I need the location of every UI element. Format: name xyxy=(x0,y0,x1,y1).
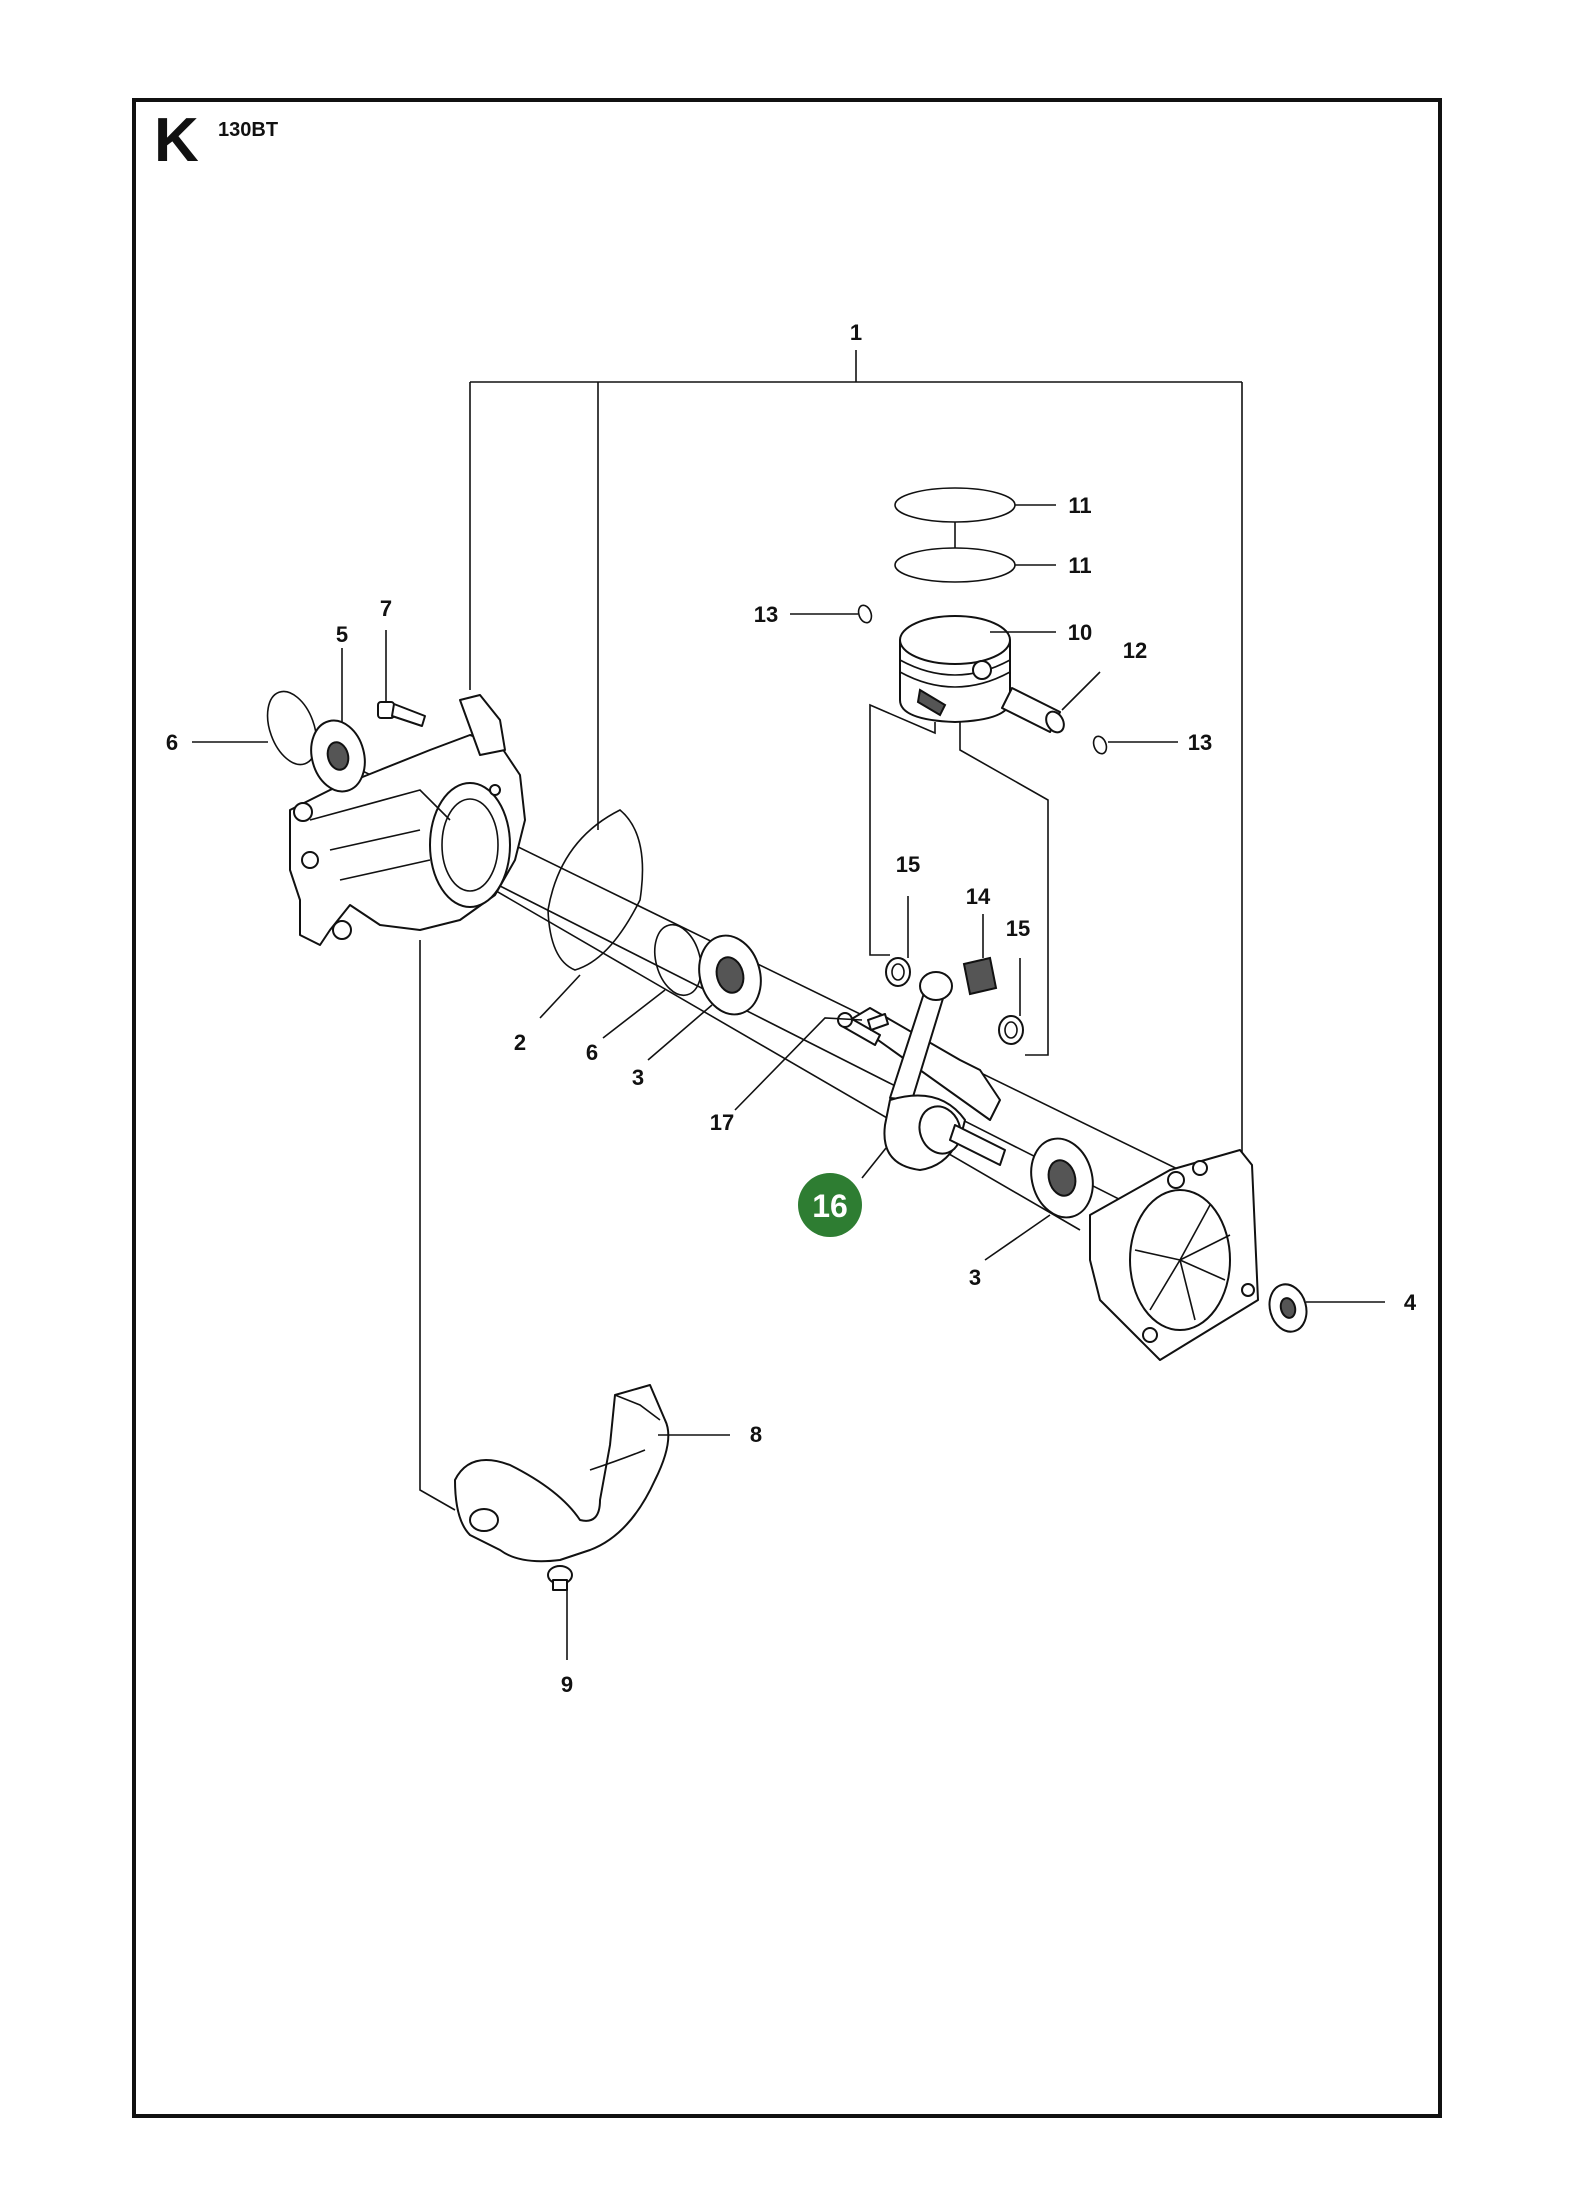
callout-13-left: 13 xyxy=(754,602,778,627)
highlight-marker-16[interactable]: 16 xyxy=(798,1147,887,1237)
bracket-part-1 xyxy=(469,350,1243,1160)
callout-17: 17 xyxy=(710,1110,734,1135)
callout-2: 2 xyxy=(514,1030,526,1055)
callout-12: 12 xyxy=(1123,638,1147,663)
callout-3-right: 3 xyxy=(969,1265,981,1290)
section-letter: K xyxy=(154,106,199,175)
needle-bearing-part-14 xyxy=(962,914,998,996)
bolt-part-7 xyxy=(377,630,426,727)
callout-10: 10 xyxy=(1068,620,1092,645)
right-crankcase xyxy=(1089,1149,1259,1361)
circlip-part-13-left xyxy=(790,604,873,624)
callout-15-left: 15 xyxy=(896,852,920,877)
key-part-17 xyxy=(734,1013,889,1111)
callout-11-top: 11 xyxy=(1068,493,1091,518)
callout-3-left: 3 xyxy=(632,1065,644,1090)
callout-6-left: 6 xyxy=(166,730,178,755)
highlight-label: 16 xyxy=(812,1188,848,1224)
piston-part-10 xyxy=(899,615,1056,723)
seal-part-4 xyxy=(1268,1283,1385,1333)
cover-part-8 xyxy=(419,940,730,1563)
callout-15-right: 15 xyxy=(1006,916,1030,941)
piston-rings-part-11 xyxy=(894,487,1056,583)
highlight-badge[interactable] xyxy=(798,1173,862,1237)
callout-7: 7 xyxy=(380,596,392,621)
callout-4: 4 xyxy=(1404,1290,1417,1315)
gasket-part-2 xyxy=(539,809,644,1019)
circlip-part-13-right xyxy=(1092,735,1178,755)
callout-5: 5 xyxy=(336,622,348,647)
screw-part-9 xyxy=(547,1565,573,1660)
callout-6-middle: 6 xyxy=(586,1040,598,1065)
washer-part-15-right xyxy=(998,958,1024,1045)
piston-pin-part-12 xyxy=(1001,671,1101,734)
callout-9: 9 xyxy=(561,1672,573,1697)
crankshaft-part-16 xyxy=(837,971,1006,1171)
bracket-piston-bearing xyxy=(869,703,1049,1056)
callout-1: 1 xyxy=(850,320,862,345)
callout-13-right: 13 xyxy=(1188,730,1212,755)
callout-14: 14 xyxy=(966,884,991,909)
circlip-part-6-left xyxy=(192,690,318,766)
model-label: 130BT xyxy=(218,119,279,141)
callout-labels: 1 2 3 3 4 5 6 6 7 8 9 10 11 11 12 13 13 … xyxy=(166,320,1417,1697)
circlip-part-6-middle xyxy=(602,923,703,1039)
callout-11-bottom: 11 xyxy=(1068,553,1091,578)
washer-part-15-left xyxy=(885,896,911,987)
bearing-part-3-left xyxy=(647,934,762,1061)
bearing-part-3-right xyxy=(984,1137,1094,1261)
callout-8: 8 xyxy=(750,1422,762,1447)
diagram-frame xyxy=(132,98,1442,2118)
seal-part-5 xyxy=(310,648,366,793)
